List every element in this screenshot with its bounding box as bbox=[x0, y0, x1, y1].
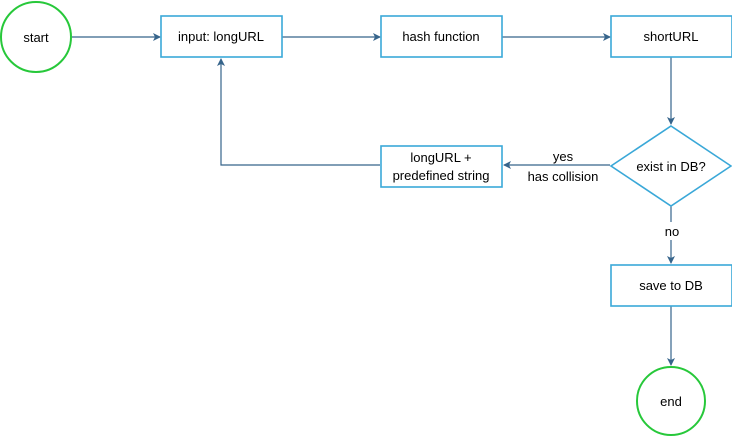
hash-function-label: hash function bbox=[402, 29, 479, 44]
edges bbox=[72, 33, 675, 366]
start-node: start bbox=[0, 1, 72, 73]
longurl-predefined-line1: longURL + bbox=[410, 150, 471, 165]
edge-label-yes: yes bbox=[553, 149, 574, 164]
shorturl-box: shortURL bbox=[610, 15, 732, 58]
edge-label-has-collision: has collision bbox=[528, 169, 599, 184]
shorturl-label: shortURL bbox=[644, 29, 699, 44]
input-longurl-label: input: longURL bbox=[178, 29, 264, 44]
start-label: start bbox=[23, 30, 49, 45]
exist-in-db-label: exist in DB? bbox=[636, 159, 705, 174]
end-node: end bbox=[636, 366, 706, 436]
hash-function-box: hash function bbox=[380, 15, 503, 58]
edge-longurl-to-input bbox=[217, 58, 380, 166]
exist-in-db-decision: exist in DB? bbox=[609, 125, 732, 207]
longurl-predefined-line2: predefined string bbox=[393, 168, 490, 183]
end-label: end bbox=[660, 394, 682, 409]
save-to-db-label: save to DB bbox=[639, 278, 703, 293]
input-longurl-box: input: longURL bbox=[160, 15, 283, 58]
longurl-predefined-box: longURL + predefined string bbox=[380, 145, 503, 188]
edge-label-no: no bbox=[665, 224, 679, 239]
save-to-db-box: save to DB bbox=[610, 264, 732, 307]
